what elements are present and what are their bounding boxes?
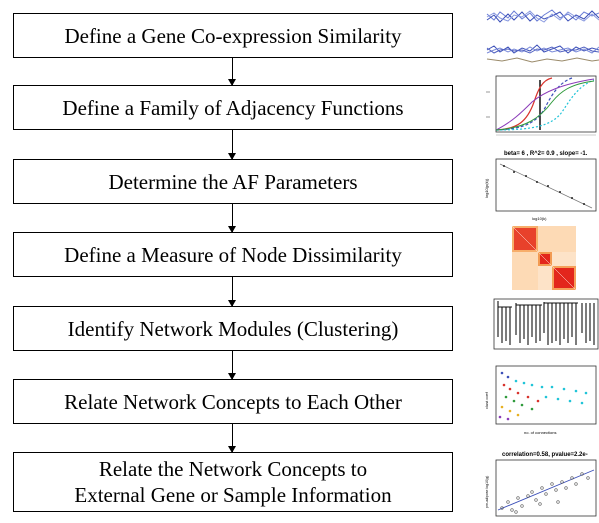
- thumbnail-cluster-coef-scatter: clust coef no. of connections: [482, 363, 599, 437]
- plot-ylabel: pre-adipose log10(g): [485, 476, 489, 508]
- step-identify-network-modules: Identify Network Modules (Clustering): [13, 306, 453, 351]
- step-label-line1: Relate the Network Concepts to: [98, 457, 368, 481]
- correlation-plot: correlation=0.58, pvalue=2.2e- pre-adipo…: [485, 452, 597, 517]
- flow-arrow: [228, 204, 236, 233]
- flow-arrow: [228, 351, 236, 380]
- step-label: Define a Measure of Node Dissimilarity: [64, 242, 402, 267]
- plot-title: correlation=0.58, pvalue=2.2e-: [502, 452, 588, 458]
- scale-free-plot: beta= 6 , R^2= 0.9 , slope= -1. log10(p(…: [484, 151, 597, 221]
- step-relate-network-concepts: Relate Network Concepts to Each Other: [13, 379, 453, 424]
- step-label-line2: External Gene or Sample Information: [74, 483, 392, 507]
- step-label: Define a Gene Co-expression Similarity: [64, 23, 402, 48]
- plot-xlabel: no. of connections: [524, 430, 556, 435]
- step-determine-af-parameters: Determine the AF Parameters: [13, 159, 453, 204]
- step-label: Identify Network Modules (Clustering): [67, 316, 399, 341]
- expression-profiles-plot: [486, 9, 599, 63]
- scatter-points: [498, 371, 588, 421]
- step-label: Determine the AF Parameters: [108, 169, 358, 194]
- cluster-coef-plot: clust coef no. of connections: [484, 365, 597, 435]
- flow-arrow: [228, 130, 236, 160]
- dendrogram-plot: [493, 298, 599, 350]
- adjacency-curves-plot: [486, 75, 597, 136]
- thumbnail-expression-profiles: [482, 6, 599, 66]
- flow-arrow: [228, 424, 236, 453]
- step-relate-external-info: Relate the Network Concepts to External …: [13, 452, 453, 512]
- thumbnail-adjacency-functions: [482, 72, 599, 140]
- step-label: Define a Family of Adjacency Functions: [62, 95, 404, 120]
- plot-ylabel: log10(p(k)): [484, 178, 489, 198]
- flow-arrow: [228, 58, 236, 86]
- thumbnail-correlation-scatter: correlation=0.58, pvalue=2.2e- pre-adipo…: [482, 448, 599, 523]
- step-define-adjacency-functions: Define a Family of Adjacency Functions: [13, 85, 453, 130]
- flow-arrow: [228, 277, 236, 307]
- plot-xlabel: log10(k): [532, 216, 547, 221]
- thumbnail-dissimilarity-heatmap: [482, 225, 599, 291]
- thumbnail-dendrogram: [482, 297, 599, 351]
- step-label: Relate Network Concepts to Each Other: [64, 389, 402, 414]
- step-define-coexpression-similarity: Define a Gene Co-expression Similarity: [13, 13, 453, 58]
- plot-ylabel: clust coef: [484, 391, 489, 409]
- heatmap-plot: [511, 225, 577, 291]
- thumbnail-scale-free-fit: beta= 6 , R^2= 0.9 , slope= -1. log10(p(…: [482, 146, 599, 222]
- step-define-node-dissimilarity: Define a Measure of Node Dissimilarity: [13, 232, 453, 277]
- plot-title: beta= 6 , R^2= 0.9 , slope= -1.: [504, 151, 588, 157]
